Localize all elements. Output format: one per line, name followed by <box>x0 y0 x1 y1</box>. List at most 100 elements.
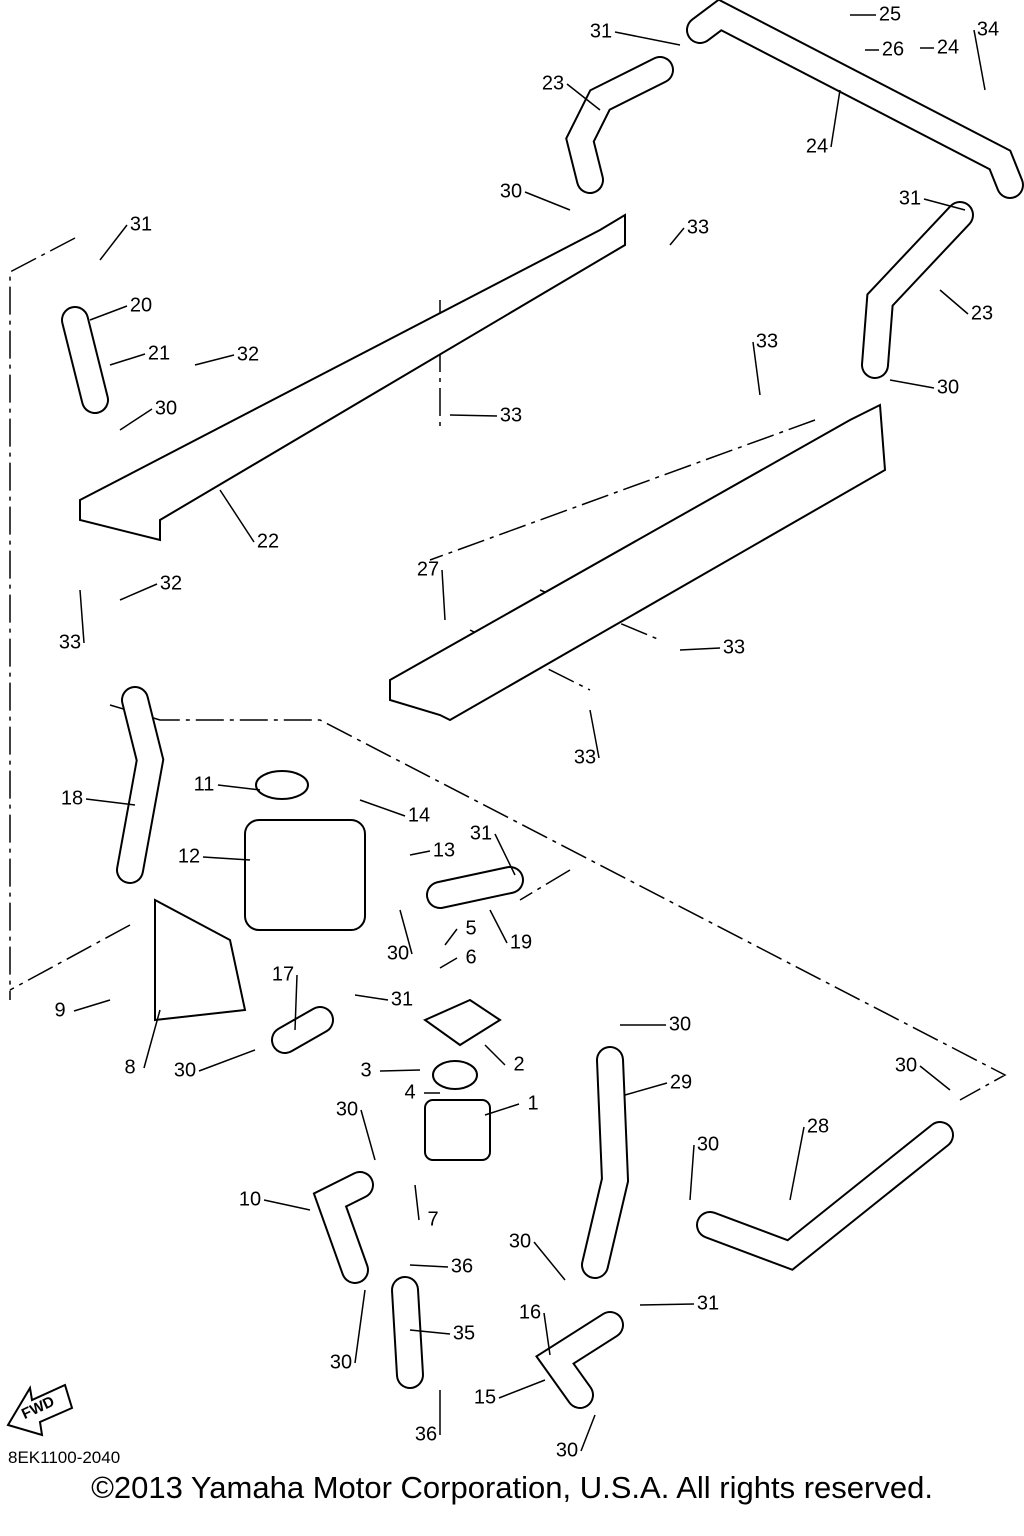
leader-line <box>939 289 969 315</box>
part-callout: 11 <box>194 773 215 795</box>
part-callout: 35 <box>453 1322 475 1344</box>
part-callout: 31 <box>899 187 921 209</box>
leader-line <box>830 89 841 148</box>
part-callout: 17 <box>272 963 294 985</box>
part-callout: 30 <box>895 1054 917 1076</box>
leader-line <box>409 850 431 856</box>
leader-line <box>889 379 935 389</box>
leader-line <box>109 353 146 366</box>
leader-line <box>441 569 446 621</box>
leader-line <box>923 198 966 211</box>
part-callout: 28 <box>807 1115 829 1137</box>
leader-line <box>566 83 601 111</box>
leader-line <box>89 305 128 321</box>
part-callout: 15 <box>474 1386 496 1408</box>
leader-line <box>444 928 458 946</box>
part-callout: 34 <box>977 18 999 40</box>
part-callout: 30 <box>937 376 959 398</box>
leader-line <box>354 994 389 1001</box>
part-callout: 33 <box>59 631 81 653</box>
leader-line <box>198 1049 256 1072</box>
leader-line <box>143 1009 161 1069</box>
thermostat-cover <box>422 998 502 1047</box>
leader-line <box>202 856 251 861</box>
part-callout: 30 <box>556 1439 578 1461</box>
part-callout: 30 <box>336 1098 358 1120</box>
leader-line <box>498 1379 546 1399</box>
part-callout: 7 <box>427 1208 438 1230</box>
part-callout: 26 <box>882 38 904 60</box>
part-callout: 24 <box>937 36 959 58</box>
leader-line <box>119 583 158 601</box>
part-callout: 5 <box>465 917 476 939</box>
leader-line <box>379 1069 421 1072</box>
leader-line <box>533 1241 566 1281</box>
leader-line <box>439 957 458 969</box>
thermostat <box>432 1060 478 1090</box>
part-callout: 30 <box>330 1351 352 1373</box>
leader-line <box>399 909 413 955</box>
leader-line <box>543 1312 551 1356</box>
leader-line <box>263 1199 311 1211</box>
part-callout: 30 <box>387 942 409 964</box>
leader-line <box>752 341 761 396</box>
part-callout: 21 <box>148 342 170 364</box>
leader-line <box>789 1126 805 1201</box>
reservoir-tank <box>244 819 366 931</box>
hoses <box>61 56 974 1409</box>
leader-line <box>614 31 681 46</box>
part-callout: 24 <box>806 135 828 157</box>
part-callout: 16 <box>519 1301 541 1323</box>
leader-line <box>409 1329 451 1335</box>
part-callout: 8 <box>124 1056 135 1078</box>
leader-line <box>119 408 153 431</box>
leader-line <box>414 1184 420 1221</box>
leader-line <box>494 833 516 876</box>
part-callout: 30 <box>697 1133 719 1155</box>
part-callout: 31 <box>697 1292 719 1314</box>
leader-line <box>973 29 986 91</box>
part-callout: 36 <box>451 1255 473 1277</box>
part-callout: 18 <box>61 787 83 809</box>
part-callout: 31 <box>470 822 492 844</box>
leader-line <box>354 1289 366 1364</box>
part-callout: 33 <box>723 636 745 658</box>
leader-line <box>580 1414 596 1452</box>
part-callout: 33 <box>756 330 778 352</box>
part-callout: 31 <box>590 20 612 42</box>
leader-line <box>79 589 85 644</box>
part-callout: 30 <box>509 1230 531 1252</box>
leader-line <box>219 489 255 543</box>
leader-line <box>489 909 508 944</box>
part-callout: 30 <box>174 1059 196 1081</box>
leader-line <box>919 1065 951 1091</box>
leader-line <box>99 224 128 261</box>
leader-line <box>409 1264 449 1268</box>
part-callout: 25 <box>879 3 901 25</box>
part-callout: 30 <box>155 397 177 419</box>
part-callout: 32 <box>160 572 182 594</box>
part-callout: 10 <box>239 1188 261 1210</box>
part-callout: 23 <box>542 72 564 94</box>
part-callout: 29 <box>670 1071 692 1093</box>
part-callout: 22 <box>257 530 279 552</box>
water-rail-22 <box>79 213 626 542</box>
leader-line <box>589 709 600 759</box>
part-callout: 30 <box>500 180 522 202</box>
part-callout: 4 <box>404 1081 415 1103</box>
leader-line <box>624 1082 668 1096</box>
diagram-code: 8EK1100-2040 <box>8 1448 121 1467</box>
part-callout: 30 <box>669 1013 691 1035</box>
leader-line <box>689 1144 695 1201</box>
water-rail-27 <box>389 403 887 722</box>
part-callout: 32 <box>237 343 259 365</box>
part-callout: 2 <box>513 1053 524 1075</box>
part-callout: 31 <box>391 988 413 1010</box>
thermostat-housing <box>424 1099 491 1161</box>
leader-line <box>359 799 406 817</box>
leader-line <box>484 1103 520 1116</box>
tank-cap <box>255 770 309 800</box>
bracket-8 <box>154 898 247 1022</box>
leader-line <box>360 1109 376 1161</box>
